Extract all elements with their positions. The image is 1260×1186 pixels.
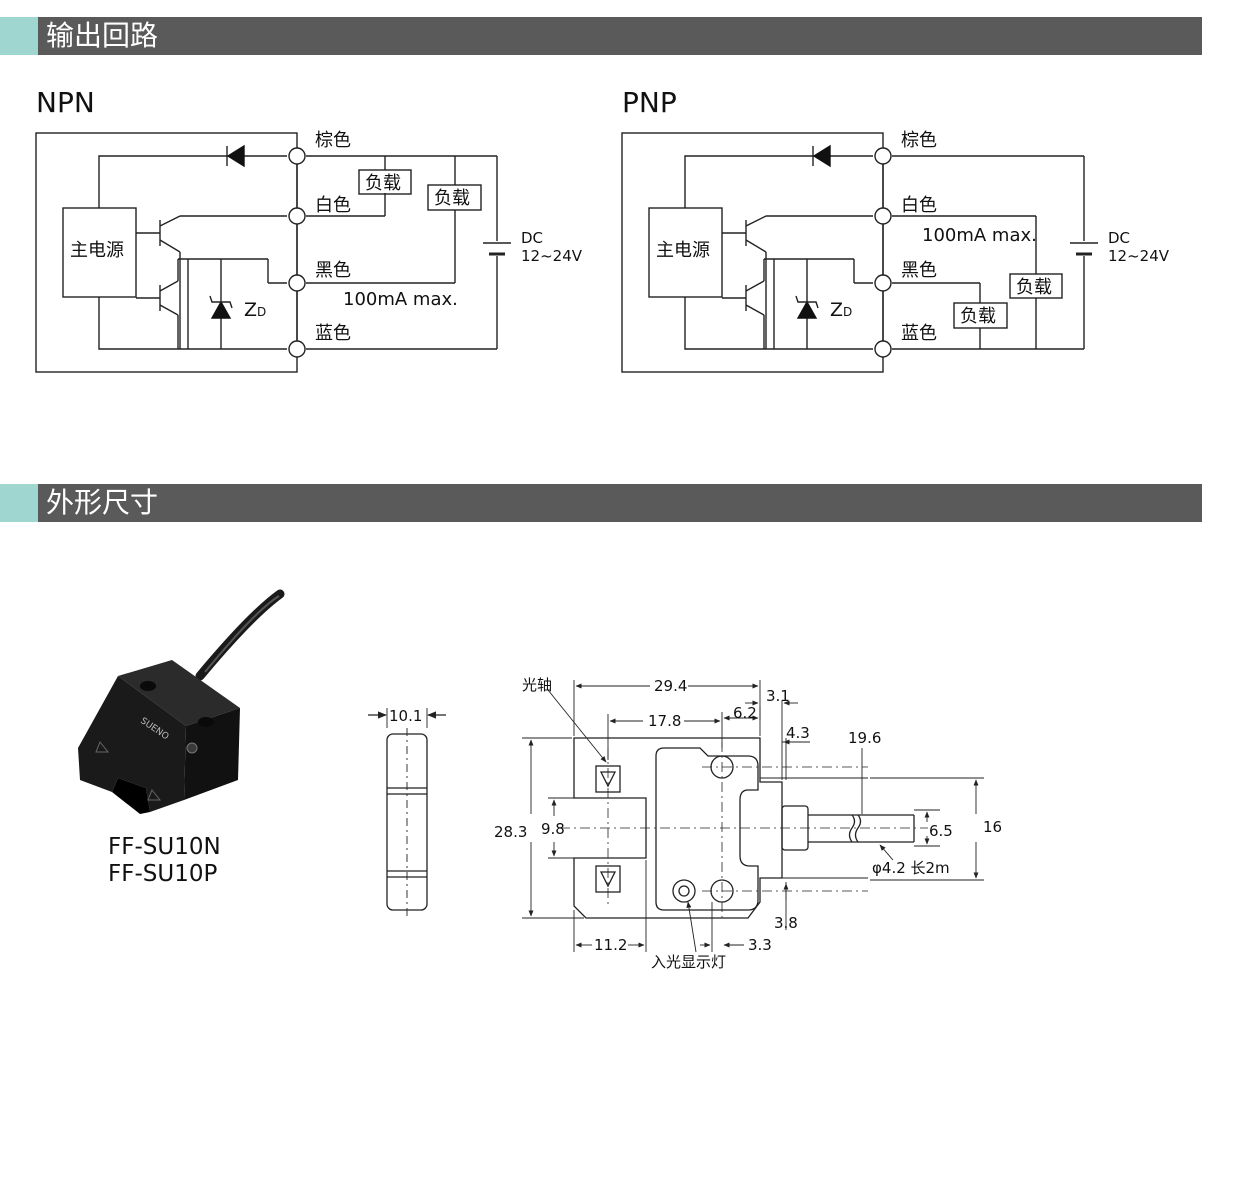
pnp-dc: DC xyxy=(1108,229,1130,247)
pnp-terminal xyxy=(874,207,892,225)
pnp-load-2: 负载 xyxy=(960,306,996,327)
pnp-wire-white: 白色 xyxy=(901,195,937,216)
pnp-load-1: 负载 xyxy=(1016,277,1052,298)
dim-gap-to-edge: 3.1 xyxy=(766,687,790,705)
label-optical-axis: 光轴 xyxy=(522,676,552,694)
pnp-terminal xyxy=(874,340,892,358)
section-title-dimensions: 外形尺寸 xyxy=(46,486,159,519)
dim-height: 28.3 xyxy=(494,823,527,841)
pnp-diode-icon xyxy=(812,144,831,168)
npn-voltage: 12~24V xyxy=(521,247,583,265)
pnp-current: 100mA max. xyxy=(922,225,1037,246)
pnp-zener-z: Z xyxy=(830,299,843,321)
pnp-load-box-1 xyxy=(1009,273,1063,299)
pnp-wire-brown: 棕色 xyxy=(901,130,937,151)
section-accent xyxy=(0,17,38,55)
dim-overall-length: 29.4 xyxy=(654,677,687,695)
dim-cable-length: 19.6 xyxy=(848,729,881,747)
npn-load-box-1 xyxy=(358,169,412,195)
front-view-dim-labels: 光轴 29.4 3.1 17.8 6.2 4.3 19.6 28.3 9.8 6… xyxy=(494,676,1002,971)
pnp-wire-black: 黑色 xyxy=(901,260,937,281)
dim-hole-offset: 6.2 xyxy=(733,704,757,722)
dim-axis-to-hole: 17.8 xyxy=(648,712,681,730)
npn-terminal xyxy=(288,274,306,292)
pnp-main-power-label: 主电源 xyxy=(656,240,710,261)
side-view-drawing xyxy=(368,708,446,916)
pnp-terminal xyxy=(874,274,892,292)
dim-hole-inset: 3.3 xyxy=(748,936,772,954)
pnp-voltage: 12~24V xyxy=(1108,247,1170,265)
model-name-pnp: FF-SU10P xyxy=(108,861,218,887)
npn-terminal xyxy=(288,147,306,165)
section-accent xyxy=(0,484,38,522)
dim-slot-width: 9.8 xyxy=(541,820,565,838)
dim-side-width: 10.1 xyxy=(389,707,422,725)
section-bar-dimensions: 外形尺寸 xyxy=(0,484,1202,522)
dim-cable-spec: φ4.2 长2m xyxy=(872,859,950,877)
dim-bottom-step: 3.8 xyxy=(774,914,798,932)
label-indicator: 入光显示灯 xyxy=(651,953,726,971)
pnp-wire-blue: 蓝色 xyxy=(901,323,937,344)
npn-diode-icon xyxy=(226,144,245,168)
npn-wire-blue: 蓝色 xyxy=(315,323,351,344)
pnp-zener-d: D xyxy=(843,305,852,319)
npn-circuit xyxy=(35,132,511,373)
dim-mount-spacing: 16 xyxy=(983,818,1002,836)
npn-terminal xyxy=(288,340,306,358)
sensor-product-image: SUENO xyxy=(78,589,285,814)
npn-load-2: 负载 xyxy=(434,188,470,209)
section-title-output-circuit: 输出回路 xyxy=(46,19,159,52)
dim-cable-step: 4.3 xyxy=(786,724,810,742)
npn-wire-black: 黑色 xyxy=(315,260,351,281)
npn-load-box-2 xyxy=(427,184,482,211)
npn-main-power-label: 主电源 xyxy=(70,240,124,261)
pnp-zener-icon xyxy=(795,295,819,319)
pnp-circuit xyxy=(621,132,1098,373)
dim-slot-offset: 11.2 xyxy=(594,936,627,954)
npn-terminal xyxy=(288,207,306,225)
npn-zener-d: D xyxy=(257,305,266,319)
npn-zener-icon xyxy=(209,295,233,319)
npn-current: 100mA max. xyxy=(343,289,458,310)
npn-load-1: 负载 xyxy=(365,173,401,194)
model-name-npn: FF-SU10N xyxy=(108,834,221,860)
front-view-dimensions xyxy=(522,680,984,953)
dim-cable-dia-box: 6.5 xyxy=(929,822,953,840)
section-bar-output-circuit: 输出回路 xyxy=(0,17,1202,55)
npn-wire-white: 白色 xyxy=(315,195,351,216)
pnp-load-box-2 xyxy=(953,302,1008,329)
npn-dc: DC xyxy=(521,229,543,247)
npn-heading: NPN xyxy=(36,86,95,119)
npn-zener-z: Z xyxy=(244,299,257,321)
pnp-heading: PNP xyxy=(622,86,677,119)
pnp-terminal xyxy=(874,147,892,165)
npn-wire-brown: 棕色 xyxy=(315,130,351,151)
